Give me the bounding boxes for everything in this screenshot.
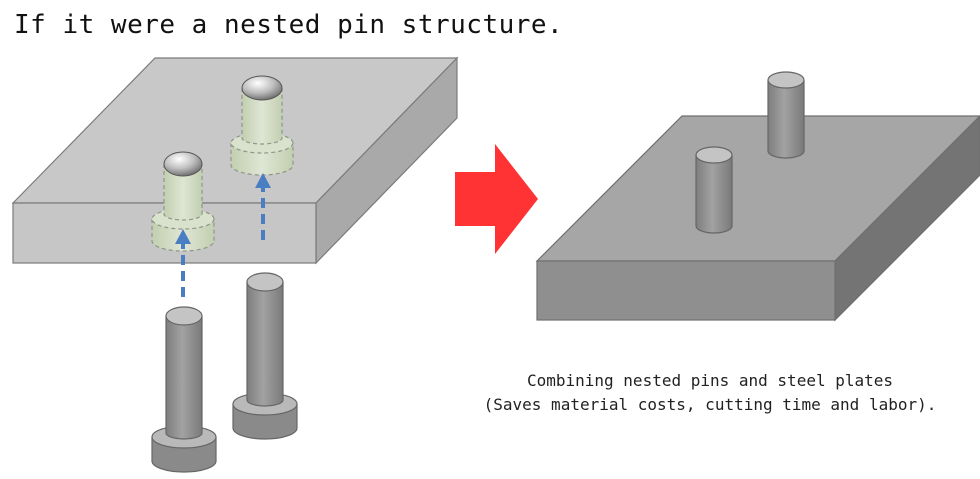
plate-front-face: [536, 260, 836, 321]
insert-arrow: [175, 229, 191, 297]
caption-line-1: Combining nested pins and steel plates: [526, 371, 894, 390]
pin-top-cap: [163, 151, 203, 177]
integrated-assembly: [535, 71, 980, 322]
pin-top-cap: [241, 75, 283, 101]
caption: Combining nested pins and steel plates (…: [420, 369, 980, 417]
diagram-title: If it were a nested pin structure.: [14, 10, 564, 40]
nested-assembly: [11, 56, 459, 473]
loose-pin: [151, 306, 217, 473]
loose-pin: [232, 272, 298, 440]
steel-plate: [11, 56, 459, 265]
right-arrow-icon: [455, 144, 538, 254]
nested-pin-outline: [151, 151, 215, 252]
insert-arrow: [255, 173, 271, 240]
integrated-pin: [695, 146, 733, 234]
integrated-pin: [767, 71, 805, 159]
solid-plate: [535, 115, 980, 322]
caption-line-2: (Saves material costs, cutting time and …: [483, 395, 937, 414]
